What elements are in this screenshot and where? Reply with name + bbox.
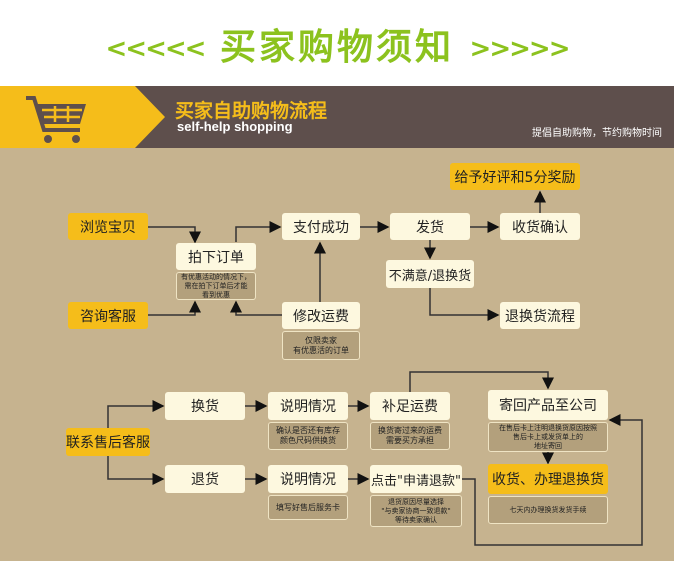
consult-box: 咨询客服	[68, 302, 148, 329]
explain-box-2: 说明情况	[268, 465, 348, 493]
header-slogan: 提倡自助购物，节约购物时间	[532, 128, 662, 139]
unsatisfied-box: 不满意/退换货	[386, 260, 474, 288]
header-subtitle: self-help shopping	[177, 119, 293, 134]
right-arrows: >>>>>	[469, 34, 571, 64]
order-box: 拍下订单	[176, 243, 256, 270]
left-arrows: <<<<<	[105, 34, 207, 64]
header-band: 买家自助购物流程 self-help shopping 提倡自助购物，节约购物时…	[0, 86, 674, 148]
explain-note-1: 确认是否还有库存 颜色尺码供换货	[268, 422, 348, 450]
arrow-shape	[135, 86, 165, 148]
freight-box: 补足运费	[370, 392, 450, 420]
explain-note-2: 填写好售后服务卡	[268, 495, 348, 520]
refund-box: 退货	[165, 465, 245, 493]
freight-note: 换货寄过来的运费 需要买方承担	[370, 422, 450, 450]
return-flow-box: 退换货流程	[500, 302, 580, 329]
process-return-box: 收货、办理退换货	[488, 464, 608, 494]
title-text: 买家购物须知	[219, 27, 454, 68]
contact-service-box: 联系售后客服	[66, 428, 150, 456]
shopping-cart-icon	[26, 96, 86, 143]
cart-panel	[0, 86, 135, 148]
praise-box: 给予好评和5分奖励	[450, 163, 580, 190]
send-back-box: 寄回产品至公司	[488, 390, 608, 420]
header-title: 买家自助购物流程	[175, 100, 328, 122]
exchange-box: 换货	[165, 392, 245, 420]
process-return-note: 七天内办理换货发货手续	[488, 496, 608, 524]
confirm-receipt-box: 收货确认	[500, 213, 580, 240]
send-back-note: 在售后卡上注明退换货原因按照 售后卡上或发货单上的 地址寄回	[488, 422, 608, 452]
pay-box: 支付成功	[282, 213, 360, 240]
apply-refund-note: 退货原因尽量选择 "与卖家协商一致退款" 等待卖家确认	[370, 495, 462, 527]
modify-freight-note: 仅限卖家 有优惠活的订单	[282, 331, 360, 360]
browse-box: 浏览宝贝	[68, 213, 148, 240]
modify-freight-box: 修改运费	[282, 302, 360, 329]
order-note: 有优惠活动的情况下， 需在拍下订单后才能 看到优惠	[176, 272, 256, 300]
explain-box-1: 说明情况	[268, 392, 348, 420]
ship-box: 发货	[390, 213, 470, 240]
apply-refund-box: 点击"申请退款"	[370, 465, 462, 493]
page-title: <<<<< 买家购物须知 >>>>>	[0, 18, 674, 70]
